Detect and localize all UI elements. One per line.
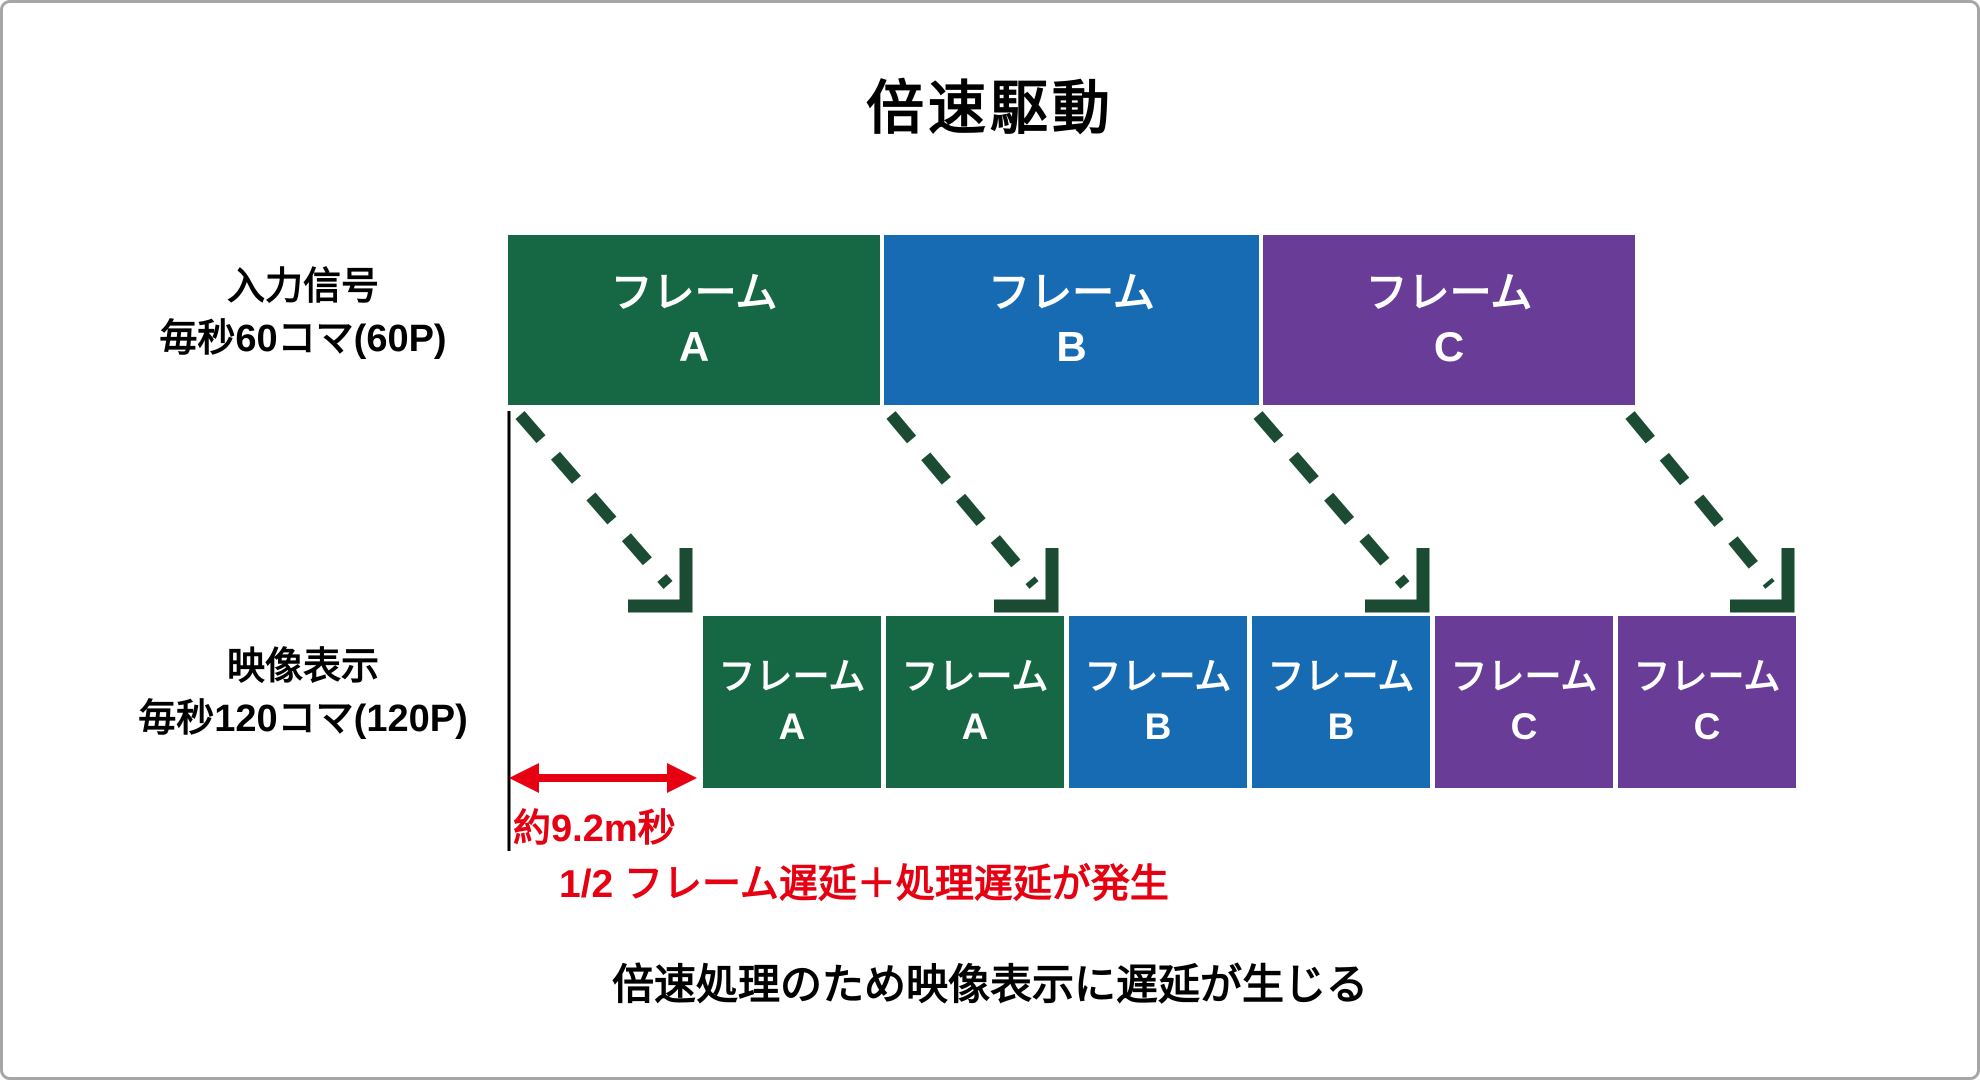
frame-id: A xyxy=(678,323,710,370)
output-frame-c1: フレーム C xyxy=(1435,616,1613,788)
page-title: 倍速駆動 xyxy=(865,76,1114,141)
frame-copy-arrow-2-icon xyxy=(886,411,1059,613)
frame-id: C xyxy=(1510,706,1538,747)
diagram-caption: 倍速処理のため映像表示に遅延が生じる xyxy=(611,961,1368,1008)
arrows-overlay xyxy=(507,411,1795,851)
frame-id: B xyxy=(1144,706,1172,747)
frame-id: C xyxy=(1433,323,1465,370)
frame-label: フレーム xyxy=(901,656,1049,697)
frame-id: B xyxy=(1327,706,1355,747)
frame-label: フレーム xyxy=(1084,656,1232,697)
frame-label: フレーム xyxy=(1633,656,1781,697)
frame-id: C xyxy=(1693,706,1721,747)
frame-id: B xyxy=(1056,323,1087,370)
frame-label: フレーム xyxy=(1365,269,1533,316)
delay-span-arrow-icon xyxy=(509,763,697,793)
frame-label: フレーム xyxy=(1267,656,1415,697)
output-frame-c2: フレーム C xyxy=(1618,616,1796,788)
output-frame-b2: フレーム B xyxy=(1252,616,1430,788)
frame-id: A xyxy=(778,706,806,747)
frame-copy-arrow-3-icon xyxy=(1253,411,1430,613)
frame-copy-arrow-4-icon xyxy=(1625,411,1795,613)
input-row-label: 入力信号 毎秒60コマ(60P) xyxy=(83,261,523,365)
frame-label: フレーム xyxy=(610,269,778,316)
delay-duration-label: 約9.2m秒 xyxy=(513,808,676,850)
frame-label: フレーム xyxy=(988,269,1155,316)
input-row-label-line1: 入力信号 xyxy=(226,266,379,308)
frame-label: フレーム xyxy=(1450,656,1598,697)
output-row-label-line2: 毎秒120コマ(120P) xyxy=(138,698,468,740)
output-frame-a2: フレーム A xyxy=(886,616,1064,788)
frame-copy-arrow-1-icon xyxy=(515,411,693,613)
input-row-label-line2: 毎秒60コマ(60P) xyxy=(159,318,447,360)
input-frame-a: フレーム A xyxy=(508,235,880,405)
output-frame-b1: フレーム B xyxy=(1069,616,1247,788)
input-frame-c: フレーム C xyxy=(1263,235,1635,405)
output-row-label-line1: 映像表示 xyxy=(226,646,379,688)
frame-label: フレーム xyxy=(718,656,866,697)
output-row-label: 映像表示 毎秒120コマ(120P) xyxy=(83,641,523,745)
output-frame-a1: フレーム A xyxy=(703,616,881,788)
frame-id: A xyxy=(961,706,989,747)
input-frame-b: フレーム B xyxy=(884,235,1259,405)
delay-note-label: 1/2 フレーム遅延＋処理遅延が発生 xyxy=(559,863,1169,906)
